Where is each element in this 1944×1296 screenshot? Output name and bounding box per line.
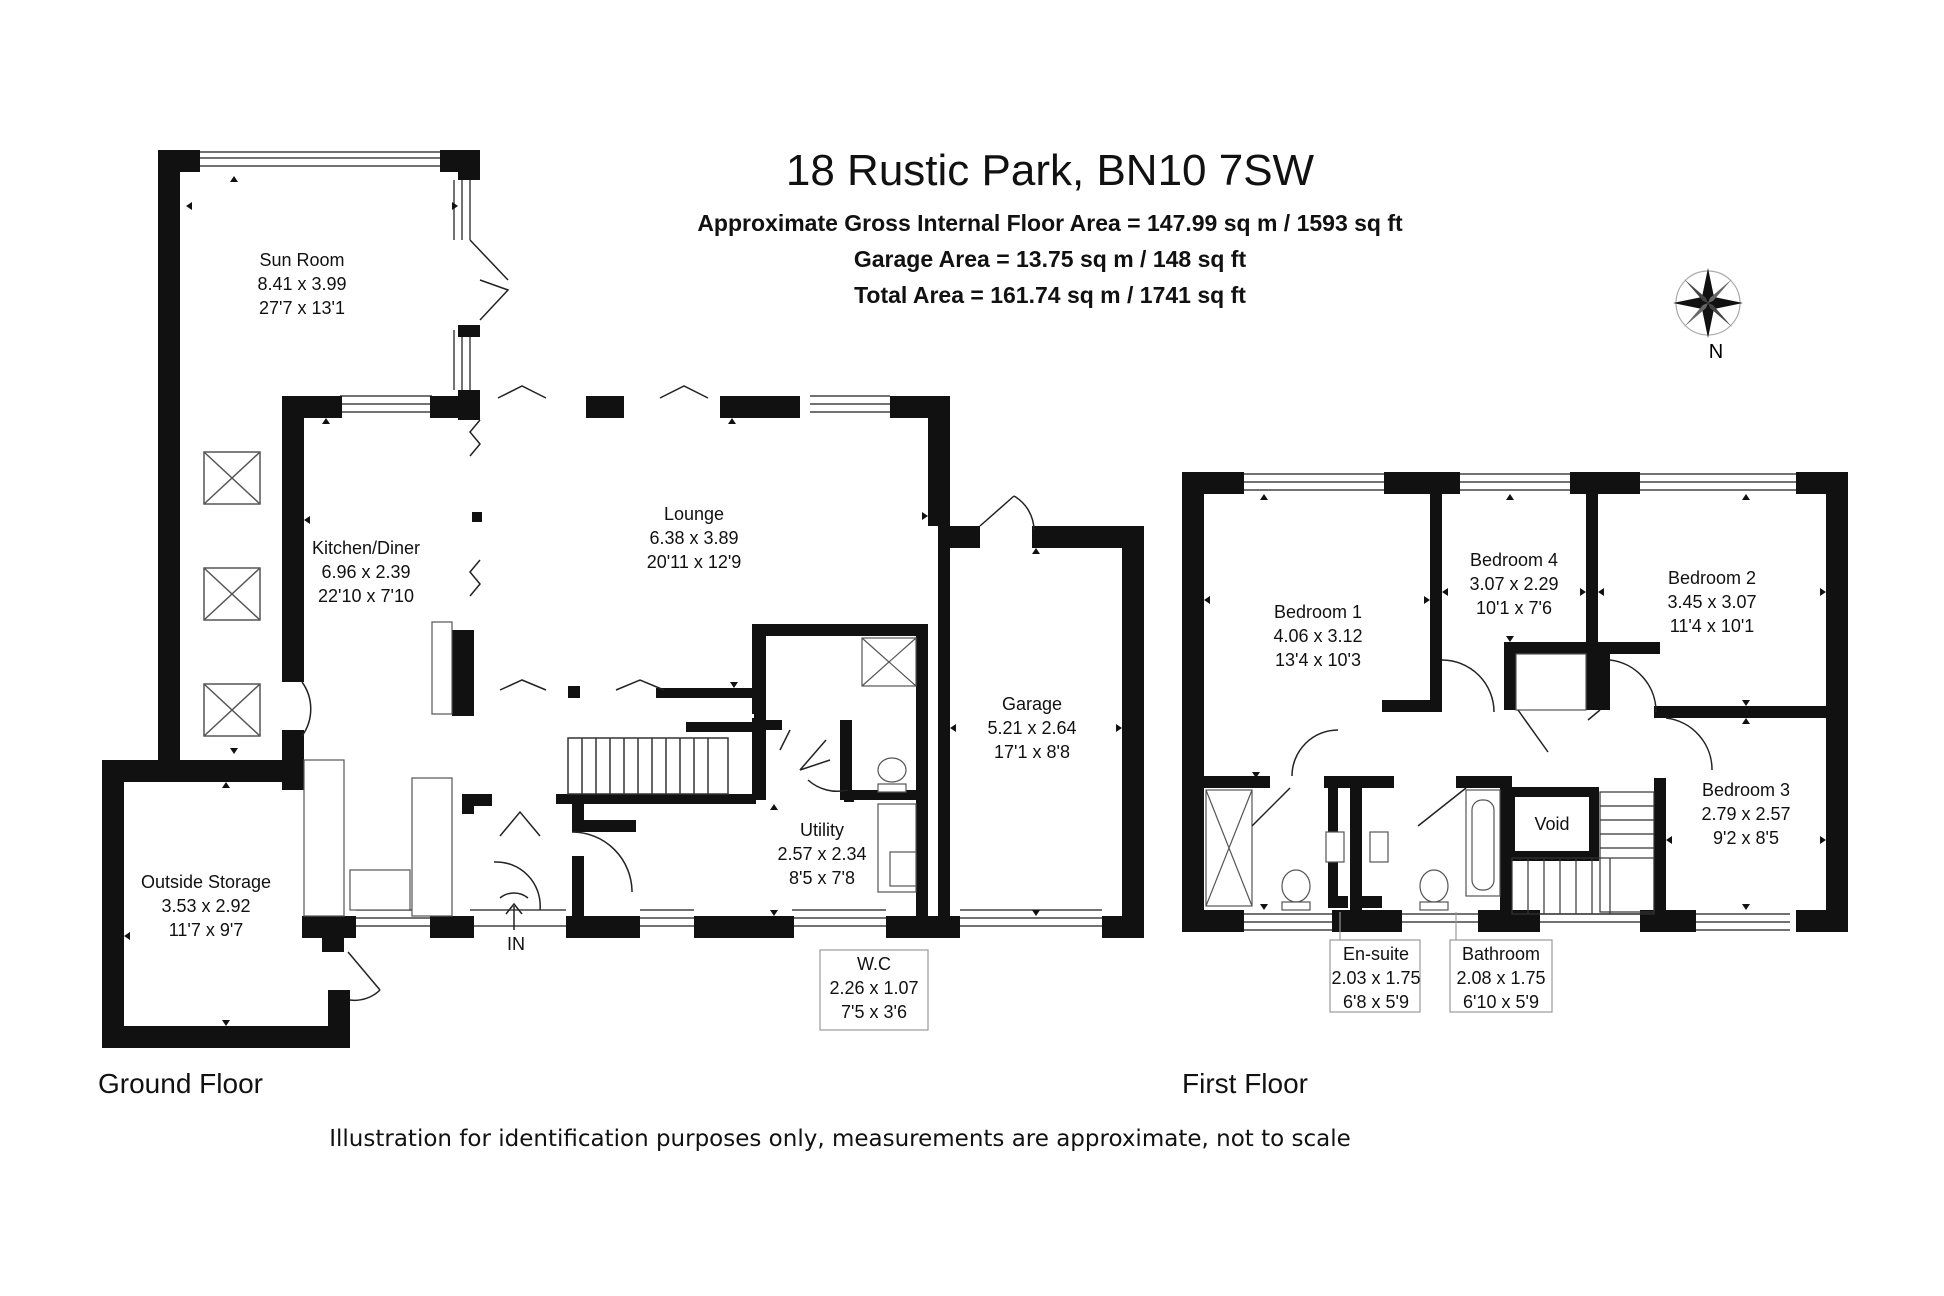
bedroom1-metric: 4.06 x 3.12 <box>1273 626 1362 646</box>
garage-metric: 5.21 x 2.64 <box>987 718 1076 738</box>
lounge-imperial: 20'11 x 12'9 <box>647 552 742 572</box>
entrance-label: IN <box>507 934 525 954</box>
outside-storage-name: Outside Storage <box>141 872 271 892</box>
sun-room-name: Sun Room <box>259 250 344 270</box>
void-area <box>1505 787 1599 861</box>
kitchen-name: Kitchen/Diner <box>312 538 420 558</box>
skylights <box>203 451 261 737</box>
utility-metric: 2.57 x 2.34 <box>777 844 866 864</box>
entrance-arrow-icon <box>499 892 529 930</box>
first-floor-walls <box>1182 472 1848 932</box>
lounge-metric: 6.38 x 3.89 <box>649 528 738 548</box>
utility-imperial: 8'5 x 7'8 <box>789 868 855 888</box>
garage-name: Garage <box>1002 694 1062 714</box>
bedroom3-name: Bedroom 3 <box>1702 780 1790 800</box>
wc-name: W.C <box>857 954 891 974</box>
outside-storage-metric: 3.53 x 2.92 <box>161 896 250 916</box>
bedroom1-imperial: 13'4 x 10'3 <box>1275 650 1361 670</box>
wc-label-box <box>819 949 929 1031</box>
wc-imperial: 7'5 x 3'6 <box>841 1002 907 1022</box>
bedroom4-imperial: 10'1 x 7'6 <box>1476 598 1552 618</box>
outside-storage-imperial: 11'7 x 9'7 <box>169 920 244 940</box>
utility-name: Utility <box>800 820 844 840</box>
bedroom3-imperial: 9'2 x 8'5 <box>1713 828 1779 848</box>
bathroom-label-box <box>1449 939 1553 1013</box>
wc-metric: 2.26 x 1.07 <box>829 978 918 998</box>
ensuite-imperial: 6'8 x 5'9 <box>1343 992 1409 1012</box>
lounge-name: Lounge <box>664 504 724 524</box>
ground-floor-label: Ground Floor <box>98 1068 263 1099</box>
ensuite-label-box <box>1329 939 1421 1013</box>
bedroom3-metric: 2.79 x 2.57 <box>1701 804 1790 824</box>
ground-stairs <box>567 737 729 795</box>
room-labels: Sun Room 8.41 x 3.99 27'7 x 13'1 Kitchen… <box>141 250 1791 1022</box>
bathroom-imperial: 6'10 x 5'9 <box>1463 992 1539 1012</box>
garage-area-text: Garage Area = 13.75 sq m / 148 sq ft <box>853 246 1247 272</box>
bedroom4-name: Bedroom 4 <box>1470 550 1558 570</box>
first-floor-doors <box>1251 659 1713 827</box>
kitchen-imperial: 22'10 x 7'10 <box>318 586 414 606</box>
compass-north-label: N <box>1709 341 1723 363</box>
first-floor-fixtures <box>1205 653 1587 911</box>
gross-area-text: Approximate Gross Internal Floor Area = … <box>697 210 1403 236</box>
disclaimer-text: Illustration for identification purposes… <box>329 1126 1351 1152</box>
bedroom4-metric: 3.07 x 2.29 <box>1469 574 1558 594</box>
bathroom-metric: 2.08 x 1.75 <box>1456 968 1545 988</box>
kitchen-metric: 6.96 x 2.39 <box>321 562 410 582</box>
ensuite-name: En-suite <box>1343 944 1409 964</box>
bedroom1-name: Bedroom 1 <box>1274 602 1362 622</box>
total-area-text: Total Area = 161.74 sq m / 1741 sq ft <box>854 282 1246 308</box>
garage-imperial: 17'1 x 8'8 <box>994 742 1070 762</box>
doors <box>301 239 1035 1002</box>
sun-room-metric: 8.41 x 3.99 <box>257 274 346 294</box>
first-floor-stairs <box>1511 791 1655 915</box>
bathroom-name: Bathroom <box>1462 944 1540 964</box>
first-floor-measurement-markers <box>1204 494 1826 910</box>
page-title: 18 Rustic Park, BN10 7SW <box>785 146 1315 195</box>
ensuite-metric: 2.03 x 1.75 <box>1331 968 1420 988</box>
bedroom2-name: Bedroom 2 <box>1668 568 1756 588</box>
measurement-markers <box>124 176 1122 1026</box>
window-lines <box>160 151 1102 927</box>
ground-floor-plan <box>102 150 1144 1048</box>
north-arrow-icon: N <box>1673 268 1743 363</box>
first-floor-label: First Floor <box>1182 1068 1308 1099</box>
sun-room-imperial: 27'7 x 13'1 <box>259 298 345 318</box>
bedroom2-imperial: 11'4 x 10'1 <box>1670 616 1755 636</box>
walls <box>102 150 1144 1048</box>
void-label: Void <box>1534 814 1569 834</box>
fixtures <box>303 621 917 917</box>
first-floor-plan <box>1182 472 1848 1013</box>
bedroom2-metric: 3.45 x 3.07 <box>1667 592 1756 612</box>
